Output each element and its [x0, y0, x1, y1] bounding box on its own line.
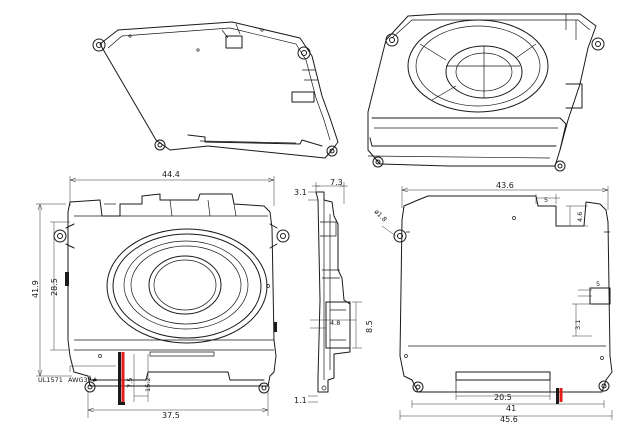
dim-front-width: 44.4 — [162, 170, 180, 179]
isometric-back-view — [92, 21, 339, 159]
dim-front-inner-height: 28.5 — [50, 278, 59, 296]
dim-back-side-tab-h: 3.1 — [574, 320, 582, 330]
side-view — [308, 182, 362, 403]
wire-black — [118, 352, 121, 404]
dim-back-side-tab-w: 5 — [596, 280, 600, 288]
dim-back-width-top: 43.6 — [496, 181, 514, 190]
dim-back-width: 45.6 — [500, 415, 518, 424]
dim-bottom-width: 37.5 — [162, 411, 180, 420]
dim-side-bottom: 1.1 — [294, 396, 307, 405]
dim-bottom-offset-b: 15.2 — [144, 378, 152, 392]
back-view — [381, 186, 613, 420]
dim-side-top: 3.1 — [294, 188, 307, 197]
dim-side-depth: 7.3 — [330, 178, 343, 187]
wire-spec-2: AWG32# — [68, 376, 97, 384]
front-view — [36, 176, 290, 418]
dim-back-notch-h: 4.6 — [576, 212, 584, 222]
dim-bottom-offset-a: 7.5 — [126, 378, 134, 388]
dim-front-height: 41.9 — [31, 280, 40, 298]
isometric-front-view — [367, 13, 605, 172]
dim-side-tab-height: 8.5 — [365, 320, 374, 333]
wire-spec-1: UL1571 — [38, 376, 63, 384]
wire-red — [121, 352, 125, 402]
dim-back-notch-w: 5 — [544, 196, 548, 204]
dim-back-slot: 20.5 — [494, 393, 512, 402]
dim-back-inner: 41 — [506, 404, 516, 413]
dim-side-tab: 4.8 — [330, 319, 340, 327]
dim-hole: ø1.8 — [373, 208, 389, 224]
